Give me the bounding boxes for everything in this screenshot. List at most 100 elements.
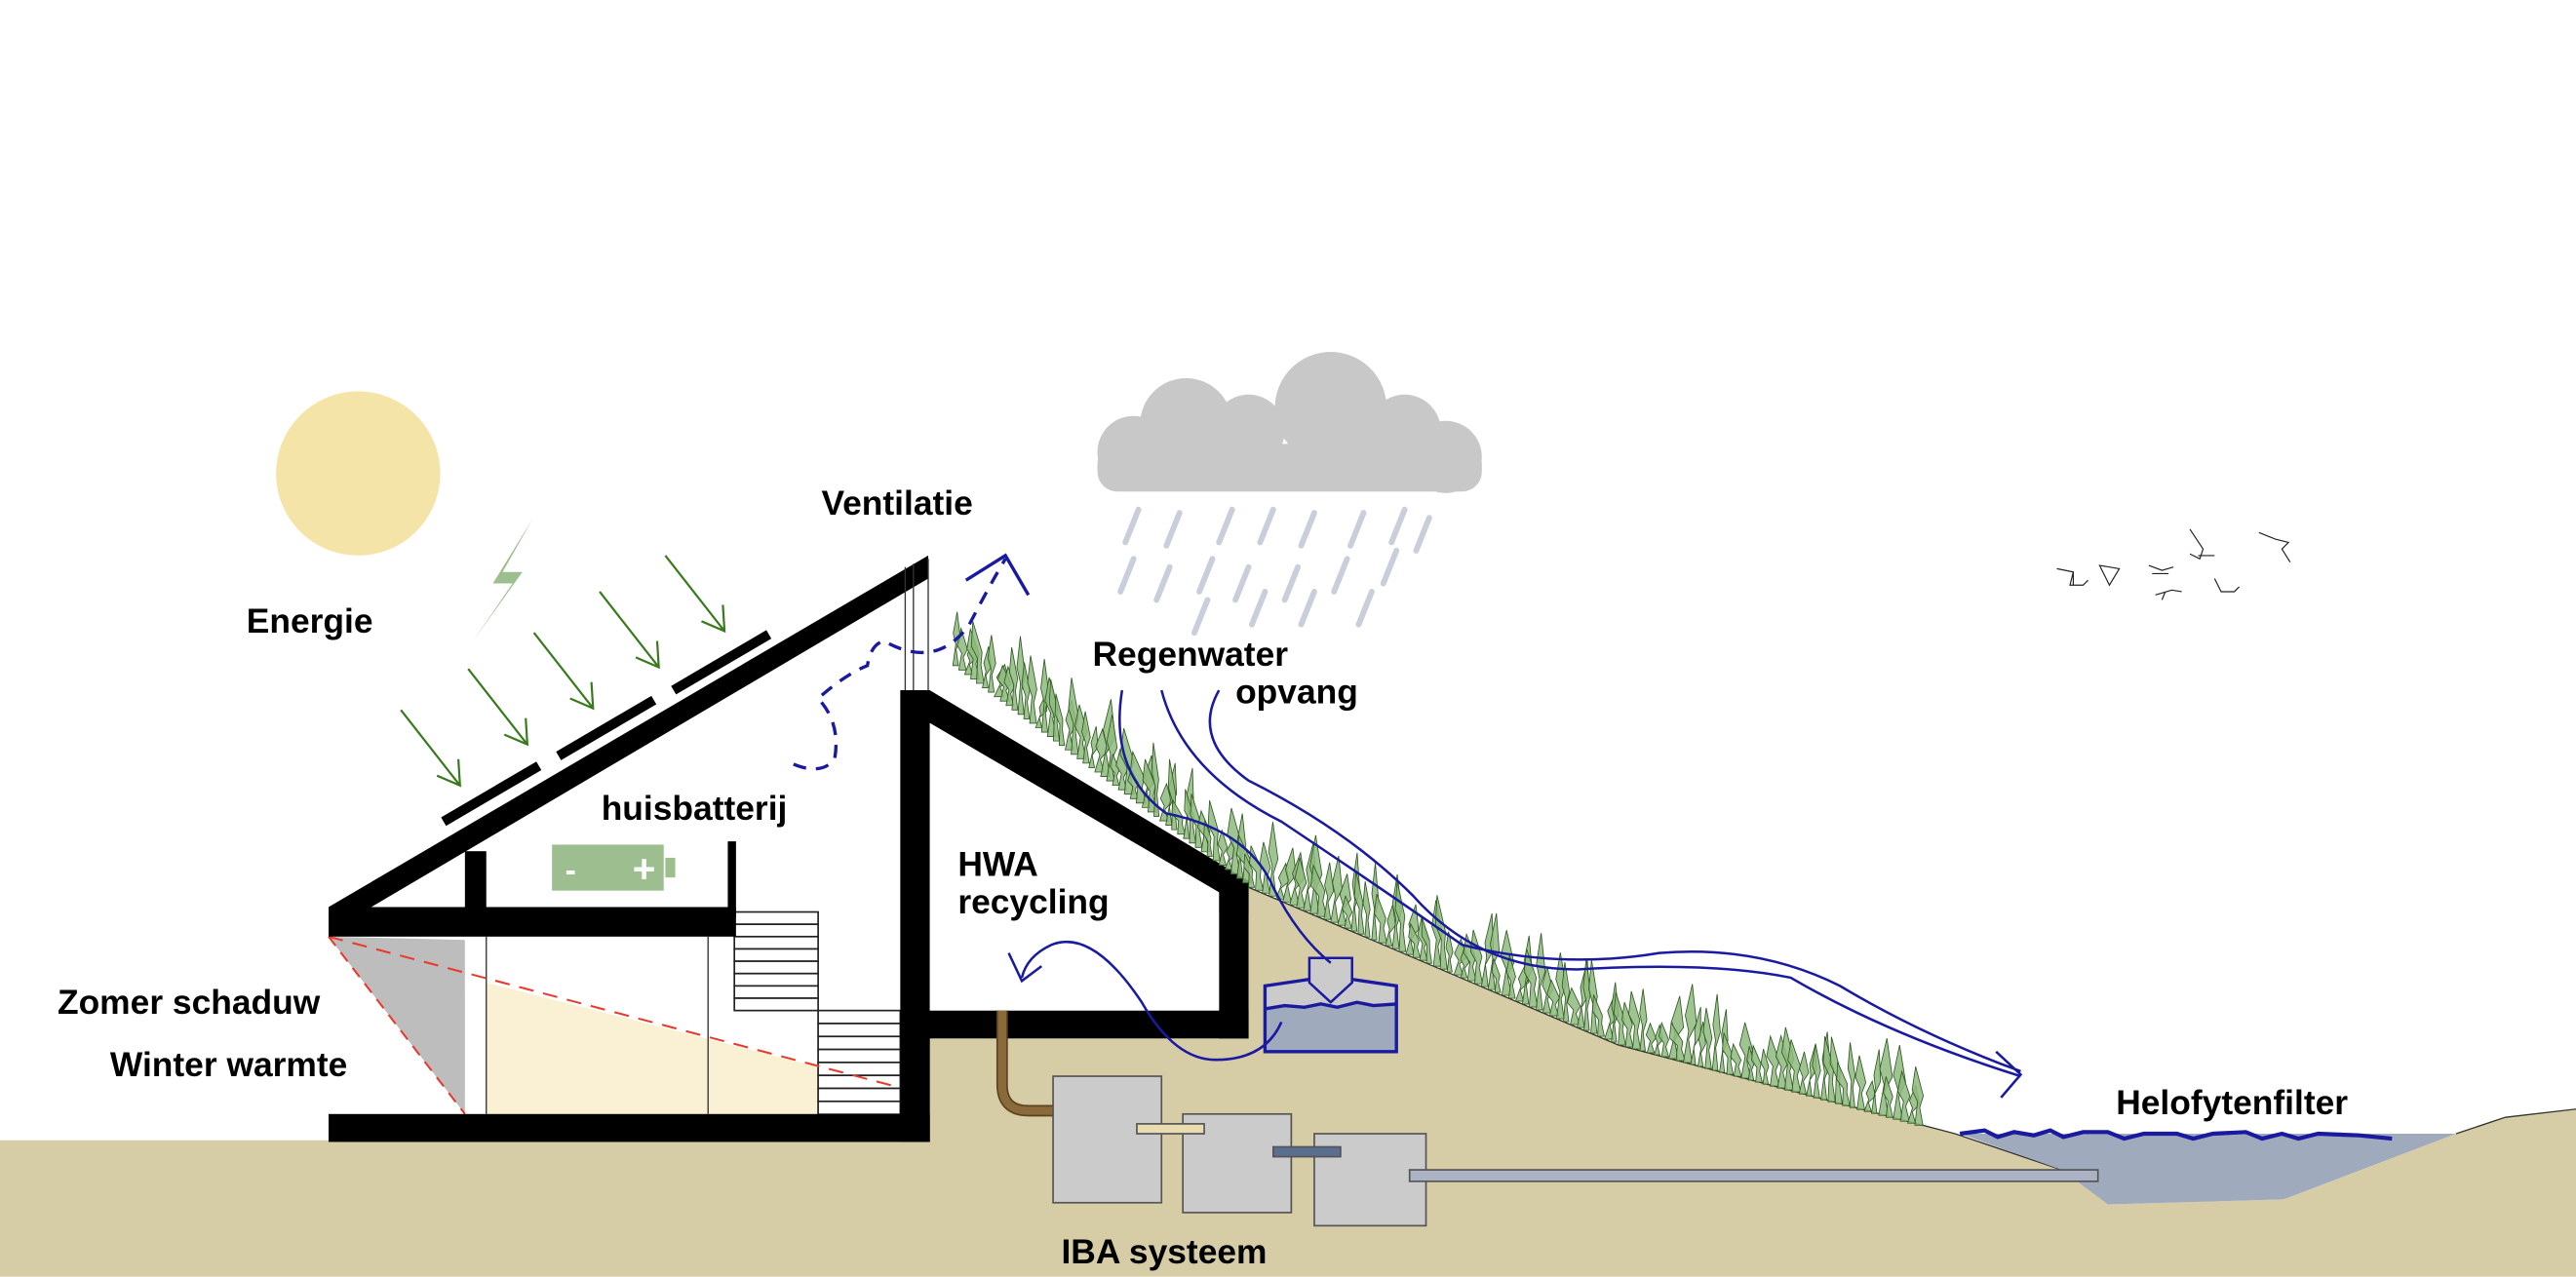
rain-drop: [1331, 556, 1350, 595]
grass-blade: [1561, 961, 1571, 1023]
grass-blade: [1847, 1042, 1855, 1108]
grass-blade: [1445, 931, 1454, 973]
grass-blade: [970, 621, 985, 684]
label-house-battery: huisbatterij: [602, 790, 788, 828]
ventilation-shaft: [904, 559, 929, 691]
grass-blade: [1690, 1006, 1701, 1065]
grass-blade: [1243, 853, 1256, 888]
rainwater-tank: [1263, 956, 1398, 1054]
rain-drop: [1380, 547, 1400, 587]
grass-blade: [1110, 753, 1120, 787]
grass-blade: [1722, 1032, 1735, 1075]
grass-blade: [956, 627, 968, 671]
stair-step: [817, 1087, 902, 1103]
rain-drop: [1388, 506, 1408, 546]
birds-icon: [2056, 528, 2291, 600]
rain-drop: [1122, 506, 1142, 546]
grass-blade: [1658, 1021, 1670, 1058]
battery-minus: -: [566, 853, 576, 889]
hwa-room: [929, 722, 1220, 1011]
stair-step: [817, 1035, 902, 1051]
rain-flow-2: [1160, 689, 2021, 1073]
hwa-recycling-flow: [1020, 940, 1283, 1062]
rain-drop: [1216, 506, 1235, 546]
stair-step: [733, 997, 819, 1012]
grass-blade: [1812, 1043, 1821, 1099]
label-rainwater: Regenwater: [1092, 636, 1288, 674]
grass-blade: [1702, 1007, 1713, 1069]
grass-blade: [1330, 855, 1343, 923]
stair-step: [733, 972, 819, 987]
grass-blade: [1911, 1065, 1925, 1126]
energy-arrow: [400, 709, 461, 788]
grass-blade: [1373, 894, 1387, 944]
rain-drop: [1153, 563, 1173, 603]
grass-blade: [1870, 1049, 1882, 1114]
lightning-icon: [473, 519, 532, 641]
grass-blade: [1217, 829, 1229, 866]
grass-blade: [1628, 990, 1642, 1050]
sun-icon: [276, 391, 441, 556]
solar-panel-icon: [441, 630, 772, 827]
rain-drop: [1248, 589, 1268, 628]
energy-arrows: [400, 555, 726, 788]
grass-blade: [1434, 895, 1448, 970]
rain-drop: [1191, 597, 1211, 637]
stairs: [733, 910, 902, 1115]
grass-blade: [1282, 847, 1297, 903]
grass-blade: [1766, 1034, 1780, 1087]
drain-pipe-fill: [997, 1010, 1078, 1115]
grass-blade: [1408, 922, 1422, 958]
grass-blade: [1088, 726, 1099, 768]
label-recycling: recycling: [957, 883, 1109, 921]
grass-blade: [1421, 916, 1432, 964]
stair-step: [817, 1023, 902, 1038]
grass-blade: [1385, 904, 1396, 947]
rain-drop: [1298, 589, 1317, 628]
grass-blade: [1863, 1079, 1876, 1112]
stair-step: [733, 960, 819, 975]
rain-flow-1: [1118, 689, 1332, 964]
energy-arrow: [467, 668, 529, 747]
grass-blade: [1027, 655, 1037, 724]
stair-step: [733, 985, 819, 999]
stair-step: [817, 1009, 902, 1025]
hwa-arrowhead: [1007, 952, 1043, 984]
energy-arrow: [532, 632, 595, 711]
ground-outline-right: [2455, 1108, 2576, 1135]
green-roof-grass: [952, 611, 1925, 1126]
grass-blade: [1822, 1035, 1836, 1103]
rain-drop: [1117, 556, 1137, 595]
label-summer-shade: Zomer schaduw: [58, 984, 321, 1022]
helophyte-pond: [1960, 1134, 2456, 1205]
rain-drop: [1298, 510, 1317, 549]
grass-blade: [1151, 742, 1160, 817]
label-hwa: HWA: [957, 845, 1038, 883]
rain-drop: [1196, 556, 1216, 595]
grass-blade: [1040, 658, 1050, 733]
battery-plus: +: [633, 846, 656, 891]
rain: [1117, 506, 1432, 637]
rain-drop: [1163, 510, 1183, 549]
grass-blade: [1829, 1036, 1843, 1104]
grass-blade: [1711, 993, 1721, 1071]
grass-blade: [1342, 894, 1353, 929]
grass-blade: [1682, 984, 1698, 1064]
rain-flow-3: [1208, 689, 2021, 1078]
grass-blade: [1505, 954, 1516, 999]
grass-blade: [1068, 677, 1079, 755]
grass-blade: [1883, 1076, 1893, 1118]
grass-blade: [1751, 1043, 1763, 1083]
pond-surface: [1959, 1128, 2393, 1142]
grass-blade: [1730, 1042, 1742, 1077]
grass-blade: [1353, 871, 1365, 935]
grass-blade: [1645, 1022, 1657, 1054]
rain-drop: [1413, 515, 1432, 554]
stair-step: [733, 923, 819, 938]
battery-icon: - +: [552, 844, 676, 891]
rain-drop: [1281, 563, 1302, 603]
grass-blade: [1054, 693, 1066, 747]
grass-blade: [1582, 958, 1591, 1031]
grass-blade: [1854, 1055, 1867, 1110]
